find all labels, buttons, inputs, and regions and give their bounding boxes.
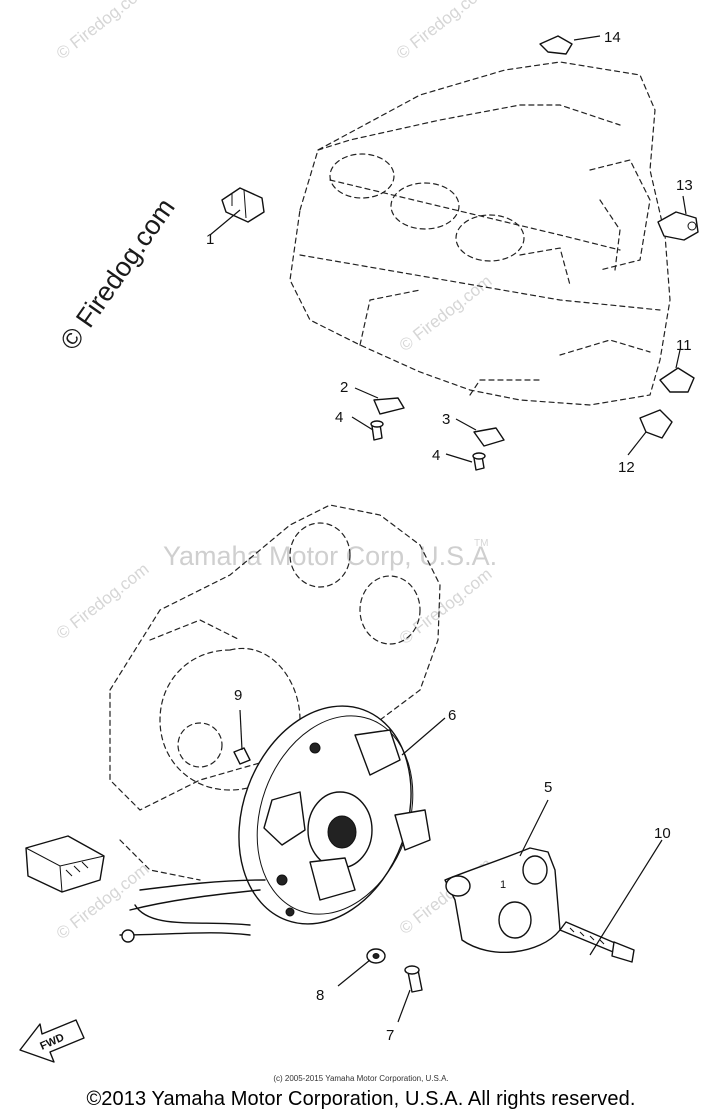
part-12-clamp (639, 409, 673, 439)
wire-connector (25, 835, 105, 893)
callouts: 1 1 2 4 3 4 14 13 11 12 9 6 5 10 8 7 (206, 29, 693, 1044)
part-9-pin (233, 747, 251, 765)
callout-7: 7 (386, 1027, 394, 1044)
center-watermark: Yamaha Motor Corp, U.S.A. (163, 541, 497, 571)
footer-copyright: ©2013 Yamaha Motor Corporation, U.S.A. A… (86, 1088, 636, 1110)
part-4-screw-b (472, 452, 486, 471)
callout-12: 12 (618, 459, 635, 476)
callout-14: 14 (604, 29, 621, 46)
part-2-clip (373, 397, 405, 415)
part-5-plate (444, 847, 561, 953)
watermark-text: © Firedog.com (396, 564, 496, 648)
callout-13: 13 (676, 177, 693, 194)
part-14-clamp (539, 35, 573, 55)
engine-block-outline (289, 61, 671, 406)
fwd-arrow: FWD (19, 1019, 85, 1063)
part-8-washer (366, 948, 386, 964)
callout-1: 1 (206, 231, 214, 248)
watermark-text: © Firedog.com (396, 271, 496, 355)
part-6-stator-plate (238, 705, 431, 925)
callout-5: 5 (544, 779, 552, 796)
part-10-bolt (559, 921, 635, 963)
part-4-screw-a (370, 420, 384, 441)
callout-11: 11 (676, 337, 692, 354)
watermark-text: © Firedog.com (53, 0, 153, 63)
callout-3: 3 (442, 411, 450, 428)
callout-6: 6 (448, 707, 456, 724)
watermark-text: © Firedog.com (393, 0, 493, 63)
crankcase-outline (109, 504, 441, 881)
callout-1-plate: 1 (500, 879, 506, 891)
part-3-clip (473, 427, 505, 447)
part-13-clamp (657, 211, 699, 241)
callout-4b: 4 (432, 447, 440, 464)
callout-4a: 4 (335, 409, 343, 426)
callout-10: 10 (654, 825, 671, 842)
part-1-bracket (221, 187, 265, 223)
part-7-screw (404, 965, 423, 993)
callout-8: 8 (316, 987, 324, 1004)
callout-2: 2 (340, 379, 348, 396)
side-watermark: © Firedog.com (54, 193, 180, 356)
part-11-clamp (659, 367, 695, 393)
wire-harness (119, 879, 266, 943)
center-watermark-tm: TM (474, 538, 488, 549)
leader-lines (209, 35, 687, 1023)
watermark-text: © Firedog.com (53, 559, 153, 643)
footer-copyright-small: (c) 2005-2015 Yamaha Motor Corporation, … (273, 1074, 449, 1083)
callout-9: 9 (234, 687, 242, 704)
